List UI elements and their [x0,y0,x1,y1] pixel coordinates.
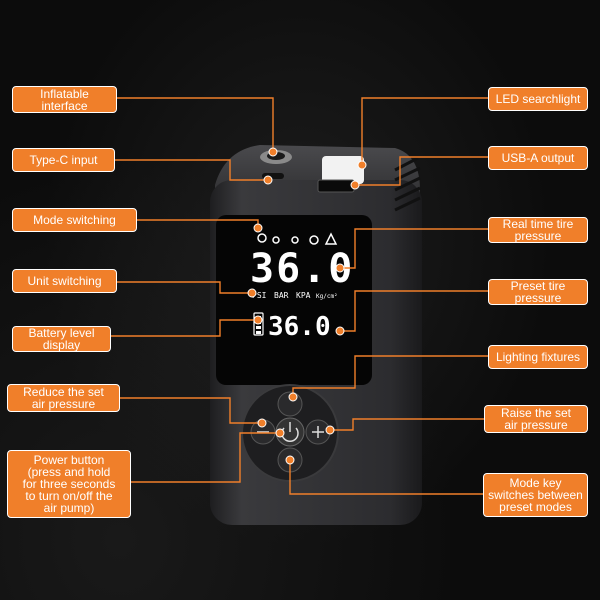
mode-icons [257,232,338,245]
unit-kgcm: Kg/cm² [316,293,338,300]
ball-mode-icon [309,235,319,245]
dot-power [275,428,285,438]
label-reduce-pressure: Reduce the set air pressure [7,384,120,412]
label-power-button: Power button (press and hold for three s… [7,450,131,518]
preset-pressure-reading: 36.0 [268,312,331,342]
label-mode-key: Mode key switches between preset modes [483,473,588,517]
dot-led [357,160,367,170]
custom-mode-icon [324,232,338,245]
label-battery-level: Battery level display [12,326,111,352]
dot-type-c [263,175,273,185]
dot-reduce [257,418,267,428]
dot-realtime [335,263,345,273]
real-time-pressure-reading: 36.0 [250,246,355,292]
lcd-screen [216,215,372,385]
label-preset-pressure: Preset tire pressure [488,279,588,305]
label-inflatable-interface: Inflatable interface [12,86,117,113]
dot-preset [335,326,345,336]
dot-raise [325,425,335,435]
label-mode-switching: Mode switching [12,208,137,232]
label-usb-a-output: USB-A output [488,146,588,170]
dot-mode [253,223,263,233]
label-raise-pressure: Raise the set air pressure [484,405,588,433]
bicycle-mode-icon [291,236,299,244]
label-type-c-input: Type-C input [12,148,115,172]
unit-kpa: KPA [296,291,311,300]
led-searchlight [322,156,364,184]
label-led-searchlight: LED searchlight [488,87,588,111]
dot-modekey [285,455,295,465]
dot-unit [247,288,257,298]
vent-grille [394,156,421,212]
motorcycle-mode-icon [272,236,280,244]
dot-lighting [288,392,298,402]
label-lighting-fixtures: Lighting fixtures [488,345,588,369]
label-real-time-pressure: Real time tire pressure [488,217,588,243]
unit-bar: BAR [274,291,289,300]
car-mode-icon [257,233,267,243]
dot-usb [350,180,360,190]
unit-psi: PSI [252,291,267,300]
dot-inflatable [268,147,278,157]
dot-battery [253,315,263,325]
label-unit-switching: Unit switching [12,269,117,293]
